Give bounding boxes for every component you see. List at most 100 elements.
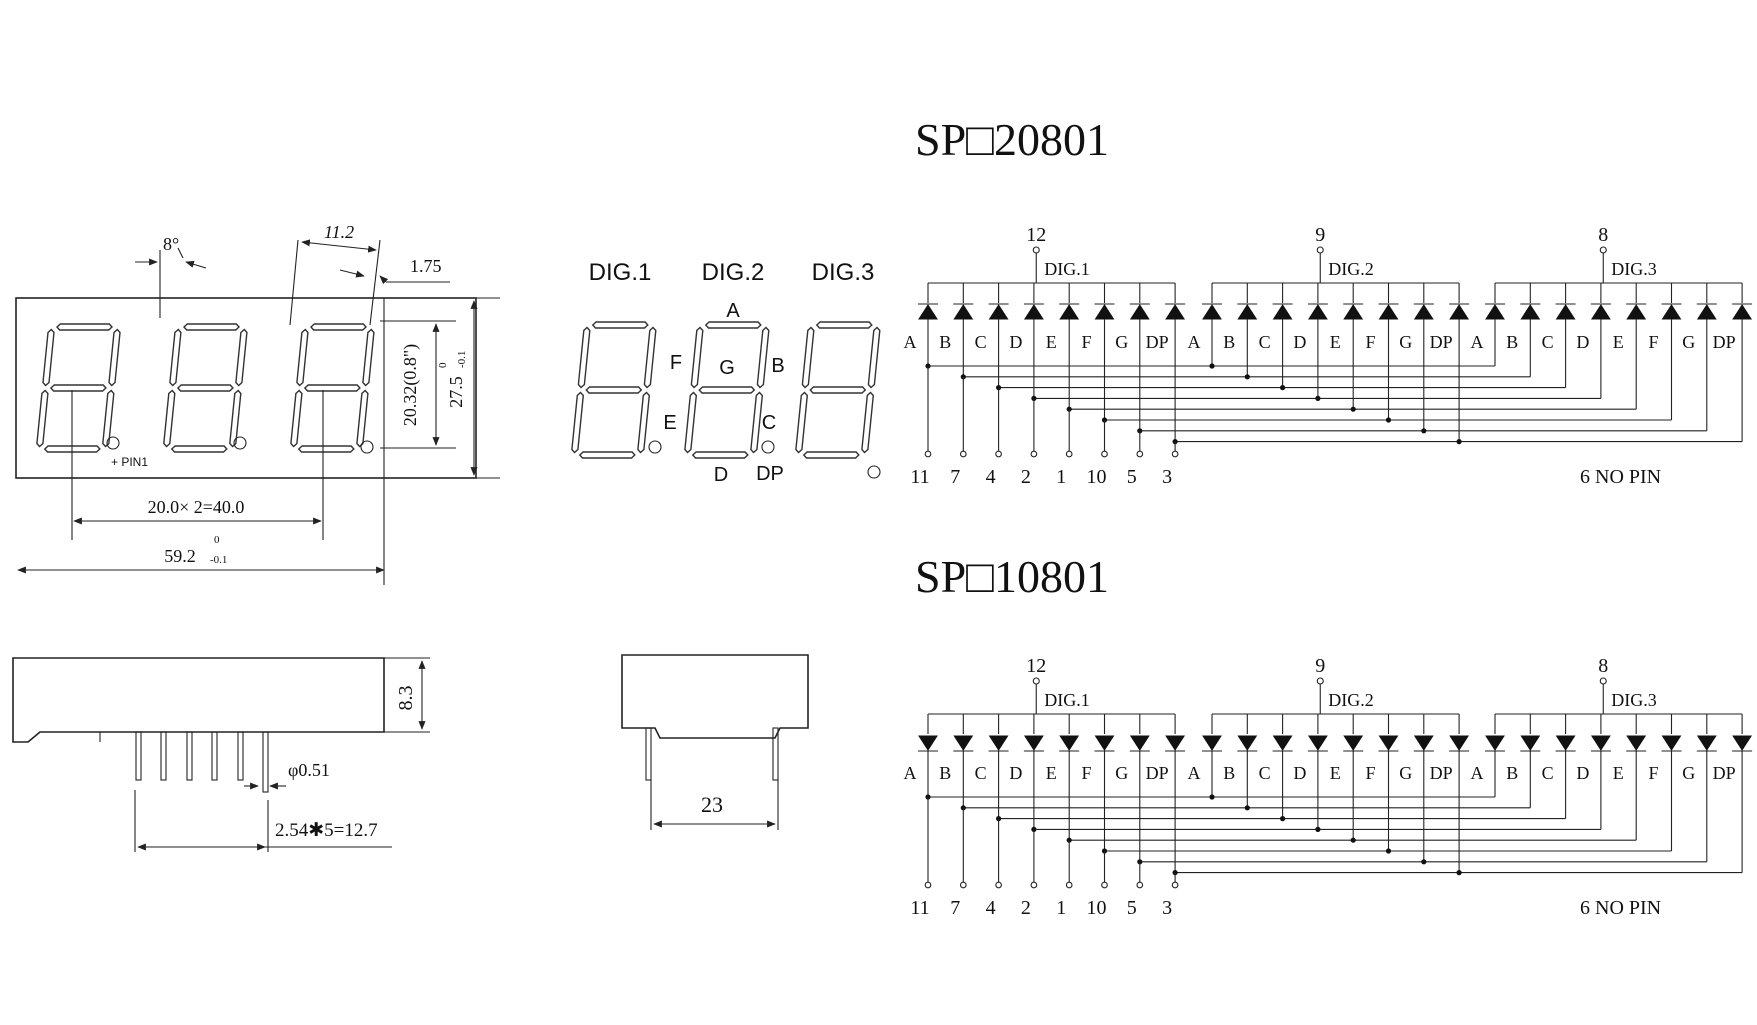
- common-pin-terminal: [1599, 677, 1607, 685]
- led-diode: [1696, 304, 1717, 320]
- seg-f: [42, 328, 55, 387]
- junction-dot: [1421, 859, 1427, 865]
- dp-dot: [648, 440, 662, 454]
- common-pin-number: 9: [1315, 224, 1325, 246]
- seg-f: [801, 326, 815, 389]
- segment-pin-terminal: [995, 450, 1002, 458]
- segment-label: B: [939, 332, 951, 352]
- digit-label: DIG.1: [1044, 690, 1090, 710]
- segment-label: E: [1330, 763, 1341, 783]
- segment-pin-number: 3: [1162, 897, 1172, 919]
- segment-label: A: [1471, 763, 1484, 783]
- segment-label: D: [1576, 763, 1589, 783]
- segment-pin-terminal: [924, 881, 932, 889]
- led-diode: [1129, 304, 1150, 320]
- led-diode: [1413, 735, 1434, 751]
- segment-dp-label: DP: [756, 463, 784, 485]
- led-diode: [1343, 304, 1364, 320]
- seg-g: [303, 384, 361, 392]
- front-digits: [36, 323, 375, 453]
- junction-dot: [1280, 816, 1286, 822]
- segment-pin-number: 2: [1021, 466, 1031, 488]
- led-diode: [1590, 735, 1611, 751]
- segment-label: C: [1542, 763, 1554, 783]
- seg-b: [108, 328, 121, 387]
- seg-c: [229, 389, 242, 448]
- digit-label: DIG.2: [1328, 690, 1374, 710]
- segment-pin-number: 1: [1056, 466, 1066, 488]
- segment-label: B: [1506, 763, 1518, 783]
- seg-a: [183, 323, 240, 331]
- dp-dot: [867, 465, 881, 479]
- led-diode: [1094, 304, 1115, 320]
- segment-map: DIG.1 DIG.2 DIG.3 A B C D E F G DP: [571, 259, 881, 486]
- segment-d-label: D: [714, 464, 728, 486]
- dp-dot: [761, 440, 775, 454]
- no-pin-note: 6 NO PIN: [1580, 466, 1661, 488]
- segment-pin-terminal: [1030, 881, 1038, 889]
- common-pin-number: 12: [1026, 655, 1046, 677]
- segment-pin-number: 2: [1021, 897, 1031, 919]
- segment-pin-terminal: [1030, 450, 1038, 458]
- common-pin-terminal: [1599, 246, 1607, 254]
- digit-1-label: DIG.1: [589, 259, 652, 286]
- segment-label: G: [1115, 763, 1128, 783]
- seg-d: [297, 445, 355, 453]
- common-pin-number: 12: [1026, 224, 1046, 246]
- map-digit-3: [795, 321, 881, 459]
- title-common-anode: SP□20801: [915, 114, 1109, 165]
- common-pin-terminal: [1316, 246, 1324, 254]
- junction-dot: [1385, 417, 1392, 423]
- led-diode: [1059, 304, 1080, 320]
- junction-dot: [1385, 848, 1392, 854]
- junction-dot: [1421, 428, 1427, 434]
- segment-pin-number: 11: [910, 897, 929, 919]
- led-diode: [1413, 304, 1434, 320]
- segment-label: F: [1081, 332, 1091, 352]
- map-digit-2: [684, 321, 770, 459]
- junction-dot: [1456, 870, 1462, 876]
- common-pin-terminal: [1032, 677, 1040, 685]
- digit-2-label: DIG.2: [702, 259, 765, 286]
- digit-3-label: DIG.3: [812, 259, 875, 286]
- led-diode: [1202, 735, 1222, 751]
- segment-pin-number: 10: [1087, 466, 1107, 488]
- seg-c: [861, 391, 875, 454]
- segment-label: C: [1259, 763, 1271, 783]
- led-diode: [1485, 735, 1505, 751]
- common-pin-terminal: [1316, 677, 1324, 685]
- seg-d: [43, 445, 101, 453]
- led-diode: [1378, 304, 1399, 320]
- depth-dimension: 8.3: [395, 686, 417, 711]
- segment-label: G: [1399, 763, 1412, 783]
- led-diode: [1626, 735, 1647, 751]
- seg-a: [704, 321, 762, 329]
- segment-label: DP: [1430, 332, 1453, 352]
- digit-label: DIG.3: [1611, 690, 1657, 710]
- seg-f: [577, 326, 591, 389]
- junction-dot: [1244, 805, 1250, 811]
- segment-label: E: [1330, 332, 1341, 352]
- seg-g: [585, 386, 643, 394]
- led-diode: [1732, 304, 1753, 320]
- seg-d: [578, 451, 636, 459]
- gap-dimension: 1.75: [410, 256, 442, 276]
- seg-f: [690, 326, 704, 389]
- seg-b: [756, 326, 770, 389]
- led-diode: [1165, 735, 1186, 751]
- seg-g: [49, 384, 107, 392]
- digit-label: DIG.2: [1328, 259, 1374, 279]
- led-diode: [1202, 304, 1222, 320]
- segment-pin-number: 1: [1056, 897, 1066, 919]
- junction-dot: [1209, 363, 1215, 369]
- segment-label: F: [1365, 763, 1375, 783]
- led-diode: [918, 735, 938, 751]
- segment-label: C: [975, 332, 987, 352]
- segment-label: DP: [1430, 763, 1453, 783]
- led-diode: [1272, 735, 1293, 751]
- seg-c: [637, 391, 651, 454]
- segment-label: D: [1293, 763, 1306, 783]
- segment-pin-terminal: [959, 450, 967, 458]
